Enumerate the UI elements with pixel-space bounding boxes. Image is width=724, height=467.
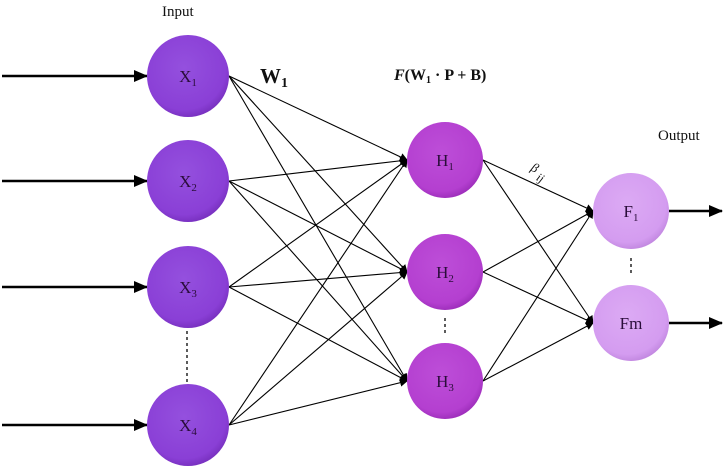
hidden-node-circle — [407, 234, 483, 310]
output-node-circle — [593, 173, 669, 249]
hidden-node-h3: H3 — [407, 343, 483, 419]
edge-hidden-1-output-1 — [482, 159, 594, 212]
input-node-x3: X3 — [147, 246, 229, 328]
hidden-node-circle — [407, 343, 483, 419]
input-node-label: X1 — [179, 67, 197, 89]
edge-hidden-3-output-1 — [482, 210, 594, 382]
input-label: Input — [162, 4, 194, 20]
hidden-node-label: H2 — [436, 263, 454, 285]
edge-hidden-3-output-2 — [482, 322, 594, 382]
output-node-f1: F1 — [593, 173, 669, 249]
edge-hidden-2-output-2 — [482, 271, 594, 324]
hidden-node-h1: H1 — [407, 122, 483, 198]
input-node-circle — [147, 35, 229, 117]
hidden-node-label: H3 — [436, 372, 454, 394]
weights-label: W1 — [260, 64, 288, 91]
hidden-node-h2: H2 — [407, 234, 483, 310]
input-node-circle — [147, 384, 229, 466]
hidden-node-label: H1 — [436, 151, 454, 173]
hidden-node-circle — [407, 122, 483, 198]
edge-input-4-hidden-3 — [228, 378, 408, 426]
edge-input-4-hidden-2 — [228, 271, 408, 426]
edge-input-3-hidden-3 — [228, 286, 408, 382]
input-node-circle — [147, 140, 229, 222]
input-node-x4: X4 — [147, 384, 229, 466]
output-node-fm: Fm — [593, 285, 669, 361]
connections — [228, 75, 594, 426]
io-arrows — [2, 70, 723, 431]
edge-input-2-hidden-3 — [228, 180, 408, 382]
output-node-circle — [593, 285, 669, 361]
activation-formula: F(W1 · P + B) — [393, 67, 486, 86]
edge-input-3-hidden-1 — [228, 159, 408, 288]
output-node-label: Fm — [620, 314, 643, 333]
input-node-x2: X2 — [147, 140, 229, 222]
input-node-label: X2 — [179, 172, 197, 194]
edge-hidden-2-output-1 — [482, 210, 594, 273]
edge-input-3-hidden-2 — [228, 268, 408, 288]
edge-input-1-hidden-2 — [228, 75, 408, 273]
input-node-x1: X1 — [147, 35, 229, 117]
edge-input-1-hidden-1 — [228, 75, 408, 161]
edge-input-2-hidden-1 — [228, 156, 408, 182]
output-label: Output — [658, 128, 701, 144]
edge-input-1-hidden-3 — [228, 75, 408, 382]
input-node-label: X3 — [179, 278, 197, 300]
edge-input-2-hidden-2 — [228, 180, 408, 273]
input-node-circle — [147, 246, 229, 328]
ellipsis-dots — [186, 258, 632, 382]
input-node-label: X4 — [179, 416, 197, 438]
edge-input-4-hidden-1 — [228, 159, 408, 426]
output-node-label: F1 — [624, 202, 639, 224]
